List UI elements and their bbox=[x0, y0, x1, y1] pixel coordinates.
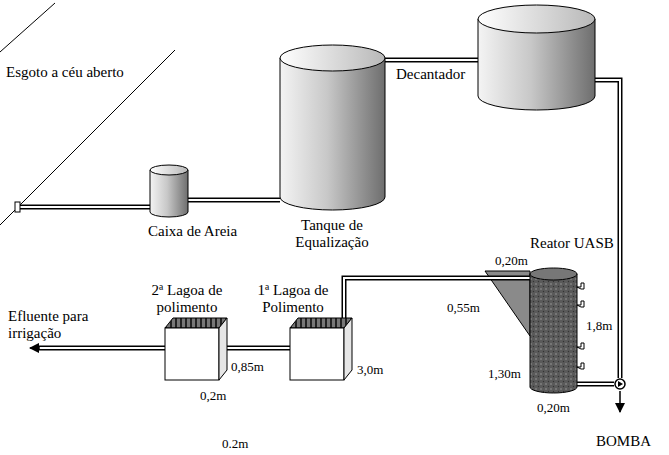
dimension: 1,8m bbox=[586, 318, 612, 333]
effluent-label: Efluente para irrigação bbox=[8, 308, 118, 342]
polishing-pond-outline bbox=[165, 318, 227, 380]
pipe bbox=[577, 384, 614, 385]
intake-pipe bbox=[15, 202, 150, 212]
node-label: 1ª Lagoa de Polimento bbox=[250, 282, 336, 316]
sewer-bank bbox=[0, 50, 175, 225]
uasb-reactor: Reator UASB bbox=[530, 268, 577, 393]
settling-tank: Decantador bbox=[478, 5, 595, 110]
dimension: 1,30m bbox=[488, 366, 521, 381]
dimension: 0,55m bbox=[447, 300, 480, 315]
pipe bbox=[344, 278, 530, 320]
node-label: Tanque de Equalização bbox=[282, 217, 382, 251]
polishing-pond: 2ª Lagoa de polimento bbox=[165, 318, 227, 380]
node-label: Caixa de Areia bbox=[148, 223, 237, 240]
sampling-valves bbox=[577, 283, 584, 369]
sewer-label: Esgoto a céu aberto bbox=[6, 64, 124, 81]
settling-tank-outline bbox=[478, 5, 595, 110]
polishing-pond-outline bbox=[290, 318, 352, 380]
node-label: 2ª Lagoa de polimento bbox=[137, 282, 237, 316]
pipe bbox=[227, 348, 290, 349]
dimension: 0,2m bbox=[200, 388, 226, 403]
dimension: 0.2m bbox=[222, 436, 248, 451]
node-label: Decantador bbox=[396, 66, 465, 83]
dimension: 3,0m bbox=[357, 362, 383, 377]
pump-outlet bbox=[619, 391, 621, 412]
pump-symbol-outline bbox=[614, 378, 626, 390]
equalization-tank-outline bbox=[280, 45, 385, 210]
equalization-tank: Tanque de Equalização bbox=[280, 45, 385, 210]
pipe bbox=[188, 200, 280, 201]
grit-chamber: Caixa de Areia bbox=[150, 165, 188, 217]
dimension: 0,85m bbox=[231, 359, 264, 374]
node-label: BOMBA bbox=[596, 433, 651, 450]
pipe bbox=[385, 60, 478, 61]
sewer-bank bbox=[0, 3, 55, 52]
uasb-reactor-outline bbox=[530, 268, 577, 393]
node-label: Reator UASB bbox=[530, 235, 614, 252]
reactor-funnel bbox=[485, 271, 530, 336]
grit-chamber-outline bbox=[150, 165, 188, 217]
dimension: 0,20m bbox=[495, 253, 528, 268]
pump-symbol: BOMBA bbox=[614, 378, 626, 390]
pipe bbox=[595, 80, 620, 378]
dimension: 0,20m bbox=[537, 400, 570, 415]
polishing-pond: 1ª Lagoa de Polimento bbox=[290, 318, 352, 380]
effluent-pipe bbox=[30, 348, 165, 349]
